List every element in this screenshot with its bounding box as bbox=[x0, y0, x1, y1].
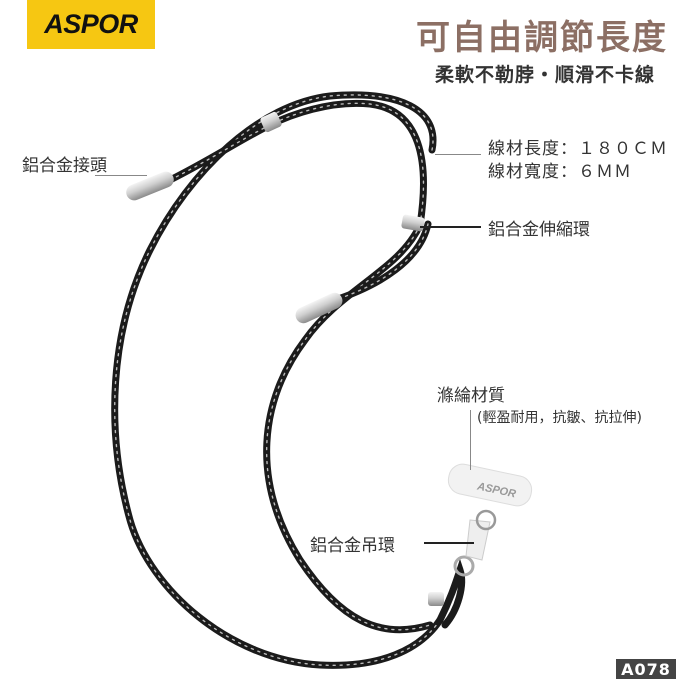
model-badge: A078 bbox=[616, 659, 676, 679]
callout-line-specs bbox=[435, 154, 481, 155]
connector-end-caps bbox=[126, 171, 343, 324]
callout-connector: 鋁合金接頭 bbox=[22, 156, 107, 176]
spec-width: 線材寬度：６ＭＭ bbox=[488, 162, 632, 182]
spec-length: 線材長度：１８０ＣＭ bbox=[488, 139, 668, 159]
callout-line-material bbox=[470, 410, 471, 470]
brand-logo-text: ASPOR bbox=[44, 9, 138, 39]
callout-slider-ring: 鋁合金伸縮環 bbox=[488, 220, 590, 240]
callout-material-title: 滌綸材質 bbox=[437, 386, 505, 406]
sub-headline: 柔軟不勒脖・順滑不卡線 bbox=[434, 64, 655, 86]
brand-logo: ASPOR bbox=[27, 0, 155, 49]
callout-line-hanging-ring bbox=[424, 542, 474, 544]
callout-line-connector bbox=[95, 175, 147, 176]
callout-material-desc: (輕盈耐用，抗皺、抗拉伸) bbox=[477, 410, 642, 426]
callout-line-slider bbox=[420, 226, 481, 228]
callout-hanging-ring: 鋁合金吊環 bbox=[310, 536, 395, 556]
spec-block: 線材長度：１８０ＣＭ 線材寬度：６ＭＭ bbox=[488, 138, 668, 184]
headline: 可自由調節長度 bbox=[416, 18, 668, 58]
